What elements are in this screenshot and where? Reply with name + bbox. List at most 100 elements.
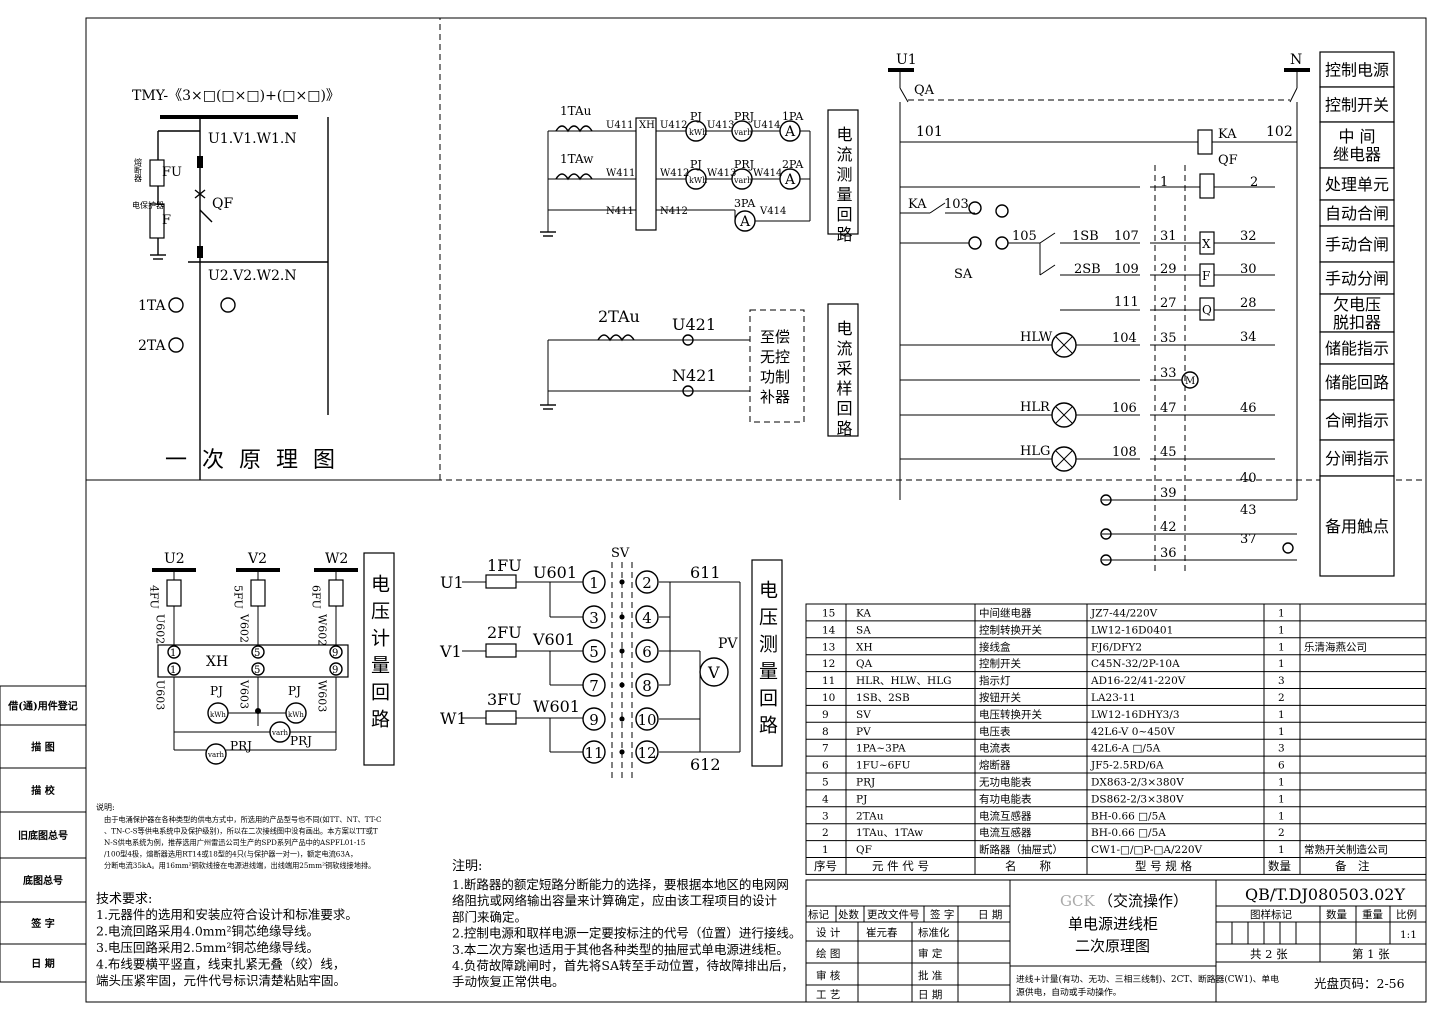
f-label: F [162, 213, 171, 228]
bom-name: 断路器（抽屉式） [979, 843, 1063, 856]
legend-box-5 [1319, 225, 1395, 263]
primary-diagram: TMY-《3×□(□×□)+(□×□)》 U1.V1.W1.N FU 熔断器 F… [86, 17, 441, 481]
bom-header-1: 元 件 代 号 [872, 859, 929, 873]
pj-label-2: PJ [690, 158, 702, 171]
bom-no: 2 [822, 827, 829, 839]
sv-terminal-label-5: 5 [589, 643, 599, 661]
bom-name: 电流表 [979, 742, 1011, 755]
bom-no: 10 [822, 692, 835, 704]
vm-v603: V603 [238, 679, 251, 709]
vm-u2: U2 [164, 551, 185, 567]
legend-label-7: 脱扣器 [1333, 313, 1381, 332]
side-label-5: 签 字 [30, 917, 54, 930]
legend-label-0: 控制电源 [1325, 61, 1389, 80]
bom-code: 1TAu、1TAw [856, 827, 923, 839]
vm-w602: W602 [316, 614, 329, 646]
sv-terminal-label-4: 4 [642, 609, 652, 627]
bom-header-5: 备 注 [1335, 859, 1370, 873]
t1: 1 [1160, 175, 1168, 190]
sv-contact-dot [619, 648, 625, 654]
bom-qty: 1 [1278, 641, 1285, 653]
w105: 105 [1012, 229, 1037, 244]
ctl-sa: SA [954, 267, 973, 282]
w412-label: W412 [660, 168, 689, 179]
vm-kwh2: kWh [288, 711, 304, 719]
tb-scale: 1:1 [1400, 929, 1417, 941]
bom-spec: LW12-16DHY3/3 [1091, 709, 1180, 721]
note-line-6: 手动恢复正常供电。 [452, 974, 565, 989]
legend-box-11 [1319, 439, 1395, 477]
sv-contact-dot [619, 749, 625, 755]
bom-note: 乐清海燕公司 [1304, 640, 1367, 653]
legend-label-2: 继电器 [1333, 145, 1381, 164]
sv-terminal-label-3: 3 [589, 609, 599, 627]
bom-code: SV [856, 709, 871, 721]
sv-contact-dot [619, 579, 625, 585]
bom-qty: 1 [1278, 624, 1285, 636]
t27: 27 [1160, 296, 1177, 311]
ct2-label: 1TAw [560, 152, 594, 166]
title-block: 标记处数更改文件号签 字日 期设 计崔元春标准化绘 图审 定审 核批 准工 艺日… [805, 879, 1427, 1003]
w103: 103 [944, 197, 969, 212]
tb-name1: 单电源进线柜 [1068, 915, 1158, 933]
vm-xh: XH [206, 654, 228, 670]
vm-t5a: 5 [254, 648, 260, 659]
tb-gck: GCK [1060, 892, 1095, 910]
t28: 28 [1240, 296, 1257, 311]
drawing-frame [85, 17, 1427, 1003]
bom-code: QA [856, 658, 873, 670]
bom-header-2: 名 称 [1005, 859, 1051, 873]
vs-2fu: 2FU [487, 623, 522, 642]
w101: 101 [916, 124, 943, 140]
legend-label-9: 储能回路 [1325, 373, 1389, 392]
pa1-label: 1PA [782, 110, 804, 123]
w108: 108 [1112, 445, 1137, 460]
tech-line-0: 1.元器件的选用和安装应符合设计和标准要求。 [96, 907, 358, 922]
legend-label-10: 合闸指示 [1325, 411, 1389, 430]
v414-label: V414 [759, 206, 786, 217]
bom-no: 7 [822, 743, 829, 755]
sheet-header-1: 数量 [1326, 908, 1348, 921]
t39: 39 [1160, 486, 1177, 501]
w102: 102 [1266, 124, 1293, 140]
vs-u1: U1 [440, 573, 464, 592]
bom-header-4: 数量 [1268, 859, 1291, 873]
amp2: A [784, 172, 796, 188]
comp-box-3: 功制 [760, 368, 790, 386]
sheet-header-0: 图样标记 [1250, 908, 1292, 921]
bom-name: 熔断器 [979, 759, 1011, 772]
tb-total: 共 2 张 [1250, 947, 1288, 961]
bom-qty: 1 [1278, 709, 1285, 721]
bom-qty: 6 [1278, 760, 1285, 772]
bom-no: 4 [822, 793, 829, 805]
bom-name: 中间继电器 [979, 607, 1032, 620]
varh1: varh [733, 128, 752, 137]
fu-note: 熔断器 [134, 157, 143, 183]
bom-name: 电压表 [979, 725, 1011, 738]
sv-terminal-label-7: 7 [589, 677, 599, 695]
t29: 29 [1160, 262, 1177, 277]
u412-label: U412 [660, 120, 688, 131]
vm-t5b: 5 [254, 665, 260, 676]
sv-terminal-3 [582, 605, 606, 629]
legend-label-6: 手动分闸 [1325, 269, 1389, 288]
tb-approve: 批 准 [918, 969, 942, 982]
sv-terminal-4 [635, 605, 659, 629]
hlr: HLR [1020, 400, 1051, 415]
bom-spec: LW12-16D0401 [1091, 624, 1173, 636]
legend-box-8 [1319, 331, 1395, 365]
tb-code: QB/T.DJ080503.02Y [1245, 885, 1405, 904]
bom-qty: 1 [1278, 844, 1285, 856]
vm-v2: V2 [247, 551, 267, 567]
note-line-5: 4.负荷故障跳闸时，首先将SA转至手动位置，待故障排出后， [452, 958, 794, 973]
n421-label: N421 [672, 366, 717, 385]
legend-label-3: 处理单元 [1325, 175, 1389, 194]
f-coil: F [1202, 269, 1210, 283]
tb-review: 审 定 [918, 947, 943, 960]
primary-formula: TMY-《3×□(□×□)+(□×□)》 [132, 88, 340, 104]
t37: 37 [1240, 532, 1257, 547]
q-coil: Q [1202, 303, 1212, 317]
t40: 40 [1240, 471, 1257, 486]
rev-header-2: 更改文件号 [867, 908, 920, 921]
